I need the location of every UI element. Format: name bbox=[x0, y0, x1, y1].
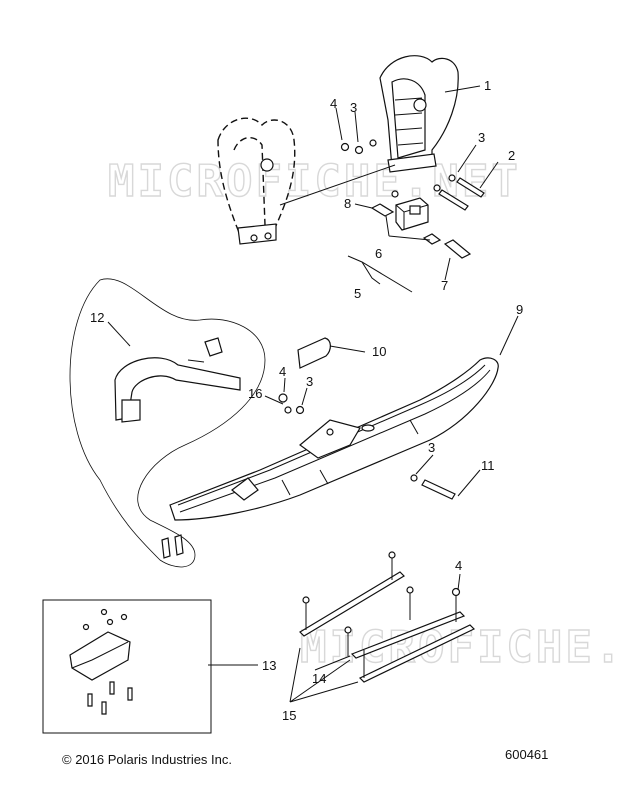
part-12-ski-loop bbox=[114, 337, 241, 559]
part-4-nut-top bbox=[340, 142, 350, 152]
part-6-pin-left bbox=[370, 203, 395, 217]
diagram-number: 600461 bbox=[505, 747, 549, 762]
part-4-nut-carbide bbox=[451, 587, 461, 597]
part-9-ski bbox=[169, 357, 499, 521]
callout-6: 6 bbox=[375, 246, 382, 261]
part-2-bolts bbox=[438, 177, 485, 211]
callout-2: 2 bbox=[508, 148, 515, 163]
part-3-washer-right-2 bbox=[448, 174, 456, 182]
kit-13-box bbox=[42, 599, 212, 734]
part-13-mounting-kit bbox=[69, 608, 133, 715]
callout-1: 1 bbox=[484, 78, 491, 93]
part-3-washer-ski bbox=[410, 474, 418, 482]
callout-14: 14 bbox=[312, 671, 326, 686]
callout-4-top: 4 bbox=[330, 96, 337, 111]
callout-12: 12 bbox=[90, 310, 104, 325]
callout-3-top: 3 bbox=[350, 100, 357, 115]
part-4-nut-ski bbox=[278, 393, 288, 403]
part-3-washer-ski-2 bbox=[295, 405, 305, 415]
kit-12-outline bbox=[69, 278, 266, 568]
callout-4-carbide: 4 bbox=[455, 558, 462, 573]
part-15-carbide-runners bbox=[299, 551, 476, 683]
callout-7: 7 bbox=[441, 278, 448, 293]
callout-10: 10 bbox=[372, 344, 386, 359]
callout-3-bolt: 3 bbox=[428, 440, 435, 455]
callout-16: 16 bbox=[248, 386, 262, 401]
callout-3-right: 3 bbox=[478, 130, 485, 145]
callout-13: 13 bbox=[262, 658, 276, 673]
part-5-mount-block bbox=[395, 197, 429, 231]
part-8-fitting bbox=[391, 190, 399, 198]
part-1-spindle-housing bbox=[379, 55, 459, 173]
leader-dashed-to-housing bbox=[279, 164, 396, 206]
callout-8: 8 bbox=[344, 196, 351, 211]
callout-5: 5 bbox=[354, 286, 361, 301]
part-16-fitting bbox=[284, 406, 292, 414]
callout-4-ski: 4 bbox=[279, 364, 286, 379]
part-10-ski-pad bbox=[297, 337, 331, 369]
part-1-mirror-housing-dashed bbox=[217, 117, 296, 245]
callout-9: 9 bbox=[516, 302, 523, 317]
callout-15: 15 bbox=[282, 708, 296, 723]
callout-3-ski: 3 bbox=[306, 374, 313, 389]
part-11-bolt bbox=[421, 479, 456, 500]
part-7-pin bbox=[443, 239, 472, 259]
leader-lines bbox=[107, 85, 519, 703]
part-6-pin-right bbox=[422, 233, 442, 245]
callout-11: 11 bbox=[481, 458, 495, 473]
copyright-text: © 2016 Polaris Industries Inc. bbox=[62, 752, 232, 767]
part-3-washer-right bbox=[433, 184, 441, 192]
part-3-washer-top bbox=[354, 139, 377, 155]
